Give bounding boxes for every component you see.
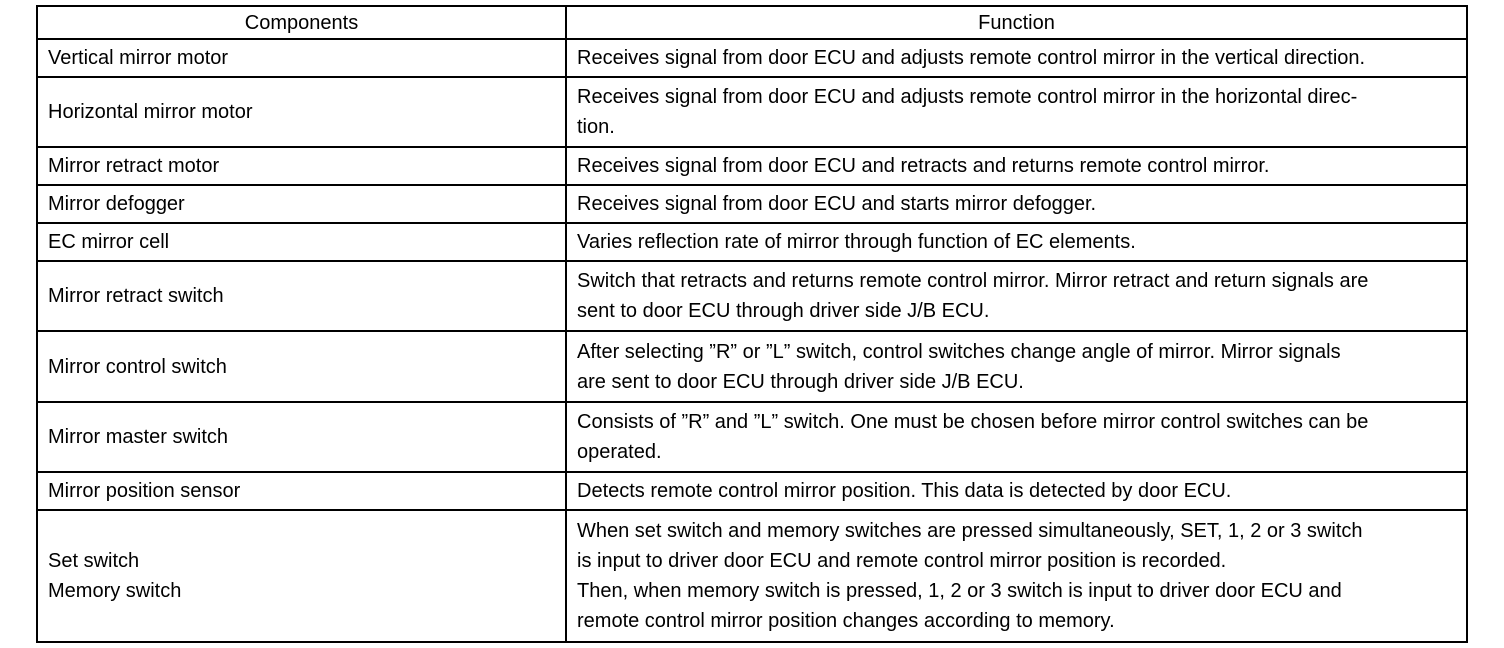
function-cell: Detects remote control mirror position. …	[565, 471, 1468, 511]
function-cell: Receives signal from door ECU and adjust…	[565, 38, 1468, 78]
table-row: Mirror defogger Receives signal from doo…	[36, 184, 1468, 224]
function-cell: Receives signal from door ECU and adjust…	[565, 76, 1468, 148]
component-cell: Set switch Memory switch	[36, 509, 567, 643]
function-cell: When set switch and memory switches are …	[565, 509, 1468, 643]
table-row: Mirror control switch After selecting ”R…	[36, 330, 1468, 403]
component-cell: Mirror position sensor	[36, 471, 567, 511]
table-row: Mirror master switch Consists of ”R” and…	[36, 401, 1468, 473]
table-row: Vertical mirror motor Receives signal fr…	[36, 38, 1468, 78]
function-cell: Consists of ”R” and ”L” switch. One must…	[565, 401, 1468, 473]
function-cell: After selecting ”R” or ”L” switch, contr…	[565, 330, 1468, 403]
function-cell: Receives signal from door ECU and retrac…	[565, 146, 1468, 186]
function-cell: Varies reflection rate of mirror through…	[565, 222, 1468, 262]
component-cell: Mirror master switch	[36, 401, 567, 473]
table-row: EC mirror cell Varies reflection rate of…	[36, 222, 1468, 262]
table-row: Mirror position sensor Detects remote co…	[36, 471, 1468, 511]
component-cell: EC mirror cell	[36, 222, 567, 262]
component-cell: Mirror defogger	[36, 184, 567, 224]
component-cell: Mirror retract switch	[36, 260, 567, 332]
table-row: Mirror retract switch Switch that retrac…	[36, 260, 1468, 332]
component-cell: Mirror control switch	[36, 330, 567, 403]
component-cell: Vertical mirror motor	[36, 38, 567, 78]
header-components: Components	[36, 5, 567, 40]
component-cell: Mirror retract motor	[36, 146, 567, 186]
table-row: Set switch Memory switch When set switch…	[36, 509, 1468, 643]
table-row: Horizontal mirror motor Receives signal …	[36, 76, 1468, 148]
table-header-row: Components Function	[36, 5, 1468, 40]
function-cell: Receives signal from door ECU and starts…	[565, 184, 1468, 224]
header-function: Function	[565, 5, 1468, 40]
table-row: Mirror retract motor Receives signal fro…	[36, 146, 1468, 186]
components-function-table: Components Function Vertical mirror moto…	[36, 5, 1468, 643]
component-cell: Horizontal mirror motor	[36, 76, 567, 148]
function-cell: Switch that retracts and returns remote …	[565, 260, 1468, 332]
